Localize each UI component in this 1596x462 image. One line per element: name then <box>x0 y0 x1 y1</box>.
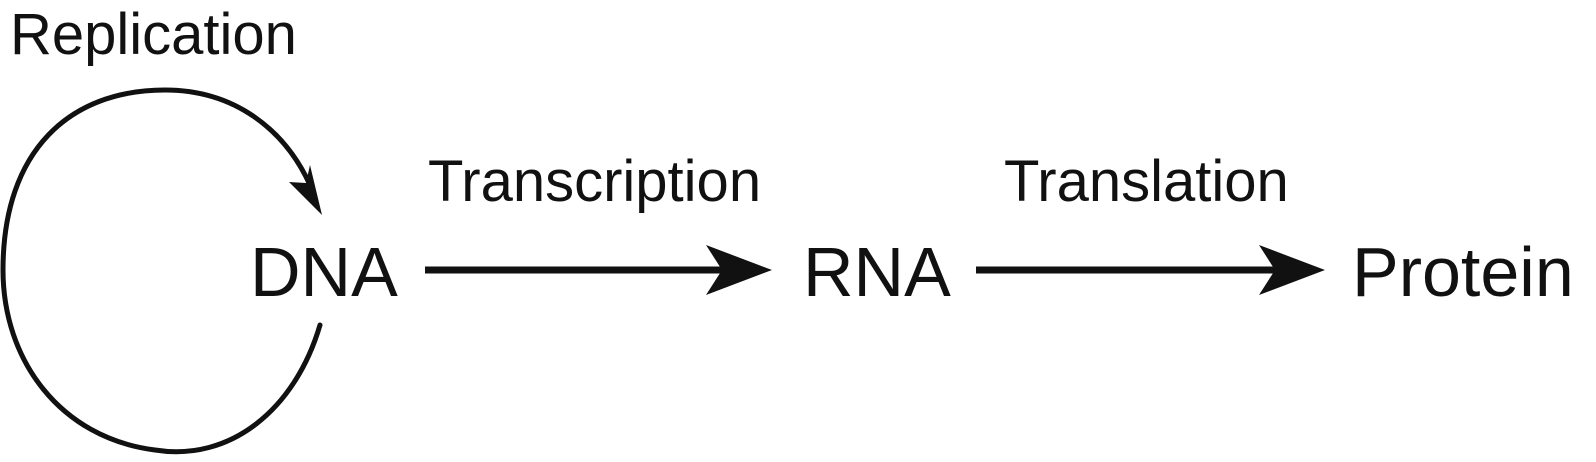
replication-loop <box>0 87 323 455</box>
replication-label: Replication <box>10 2 297 67</box>
transcription-arrowhead <box>706 245 772 295</box>
dna-node: DNA <box>250 233 398 311</box>
transcription-label: Transcription <box>428 149 762 214</box>
translation-arrowhead <box>1259 245 1325 295</box>
rna-node: RNA <box>803 233 951 311</box>
protein-node: Protein <box>1352 233 1574 311</box>
translation-label: Translation <box>1004 149 1289 214</box>
replication-arrowhead <box>289 165 322 215</box>
